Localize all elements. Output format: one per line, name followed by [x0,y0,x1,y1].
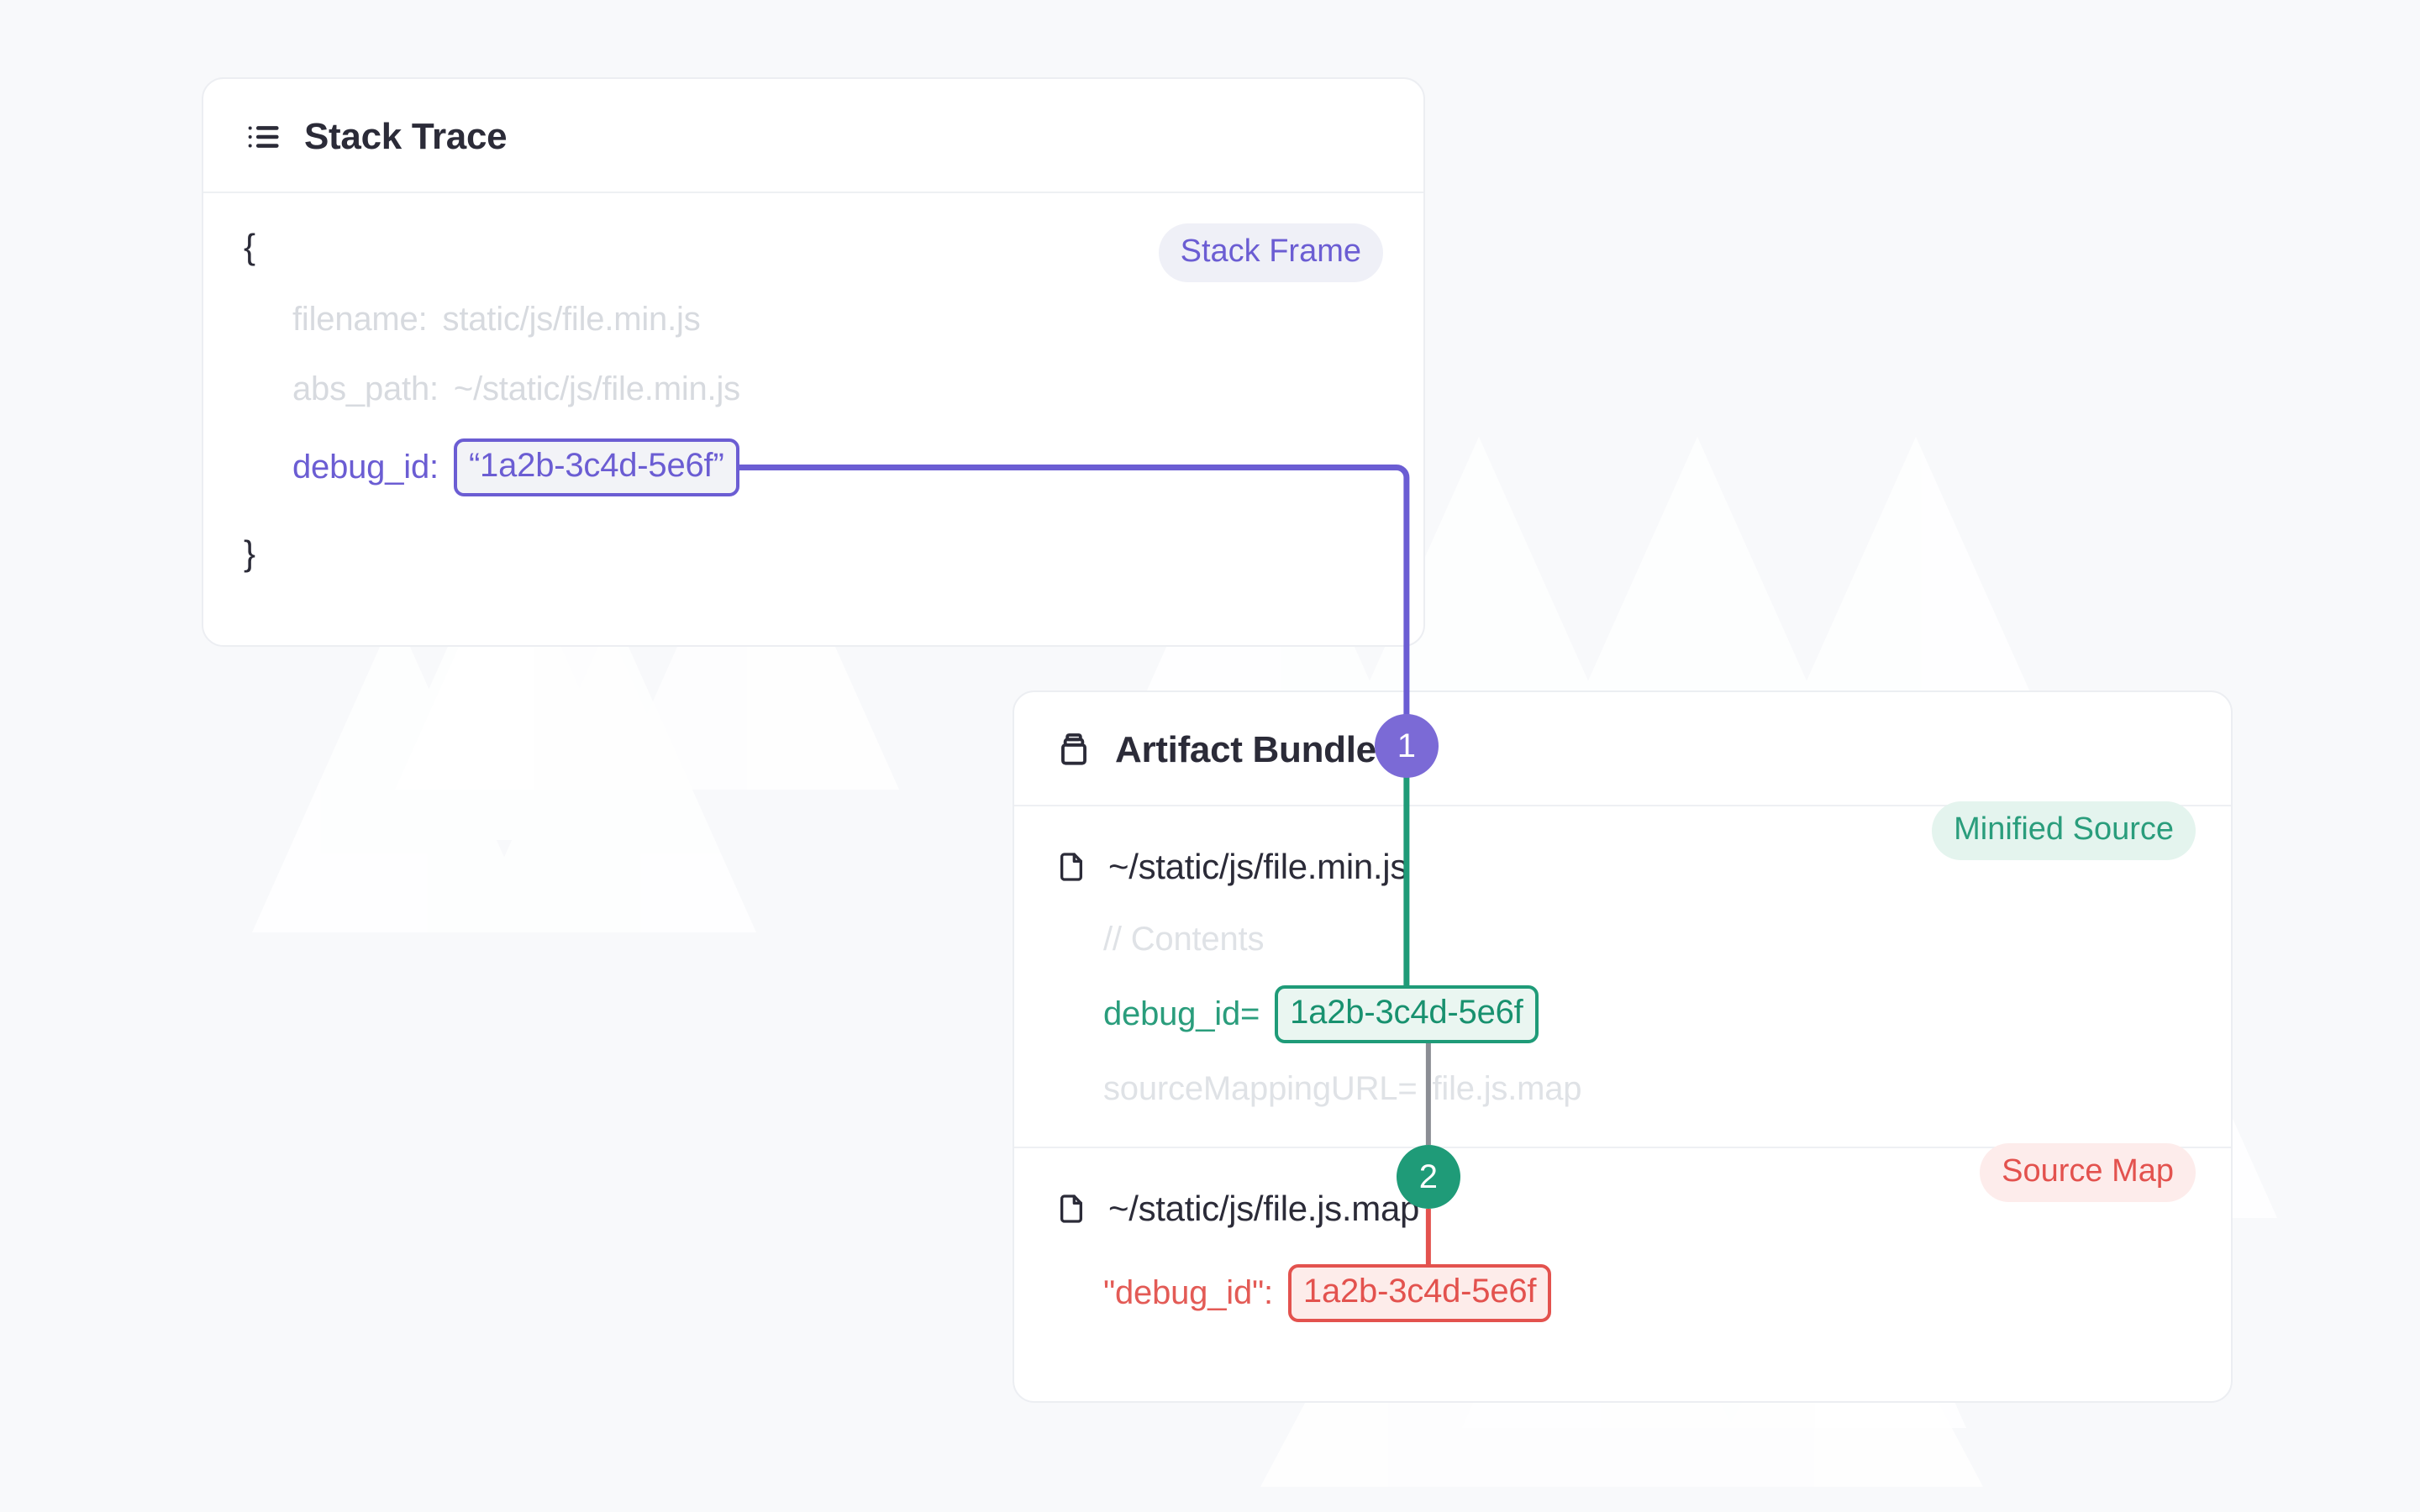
filename-key: filename: [292,301,428,338]
filename-value: static/js/file.min.js [442,301,701,338]
minified-debug-id-value[interactable]: 1a2b-3c4d-5e6f [1275,985,1539,1043]
minified-debugid-row: debug_id= 1a2b-3c4d-5e6f [1103,985,2191,1043]
stack-trace-body: Stack Frame { filename: static/js/file.m… [203,193,1423,611]
abspath-value: ~/static/js/file.min.js [453,370,740,407]
minified-debug-id-key: debug_id= [1103,995,1260,1032]
minified-file-head: ~/static/js/file.min.js Minified Source [1055,801,2196,887]
stack-frame-badge: Stack Frame [1158,223,1383,282]
minified-sourcemappingurl-row: sourceMappingURL= file.js.map [1103,1070,2191,1108]
file-icon [1060,1194,1082,1223]
step-badge-1[interactable]: 1 [1374,714,1439,778]
stack-trace-panel: Stack Trace Stack Frame { filename: stat… [202,77,1425,647]
minified-contents-comment: // Contents [1103,921,1265,958]
artifact-bundle-title: Artifact Bundle [1115,729,1376,770]
sourcemappingurl-key: sourceMappingURL= [1103,1070,1418,1107]
sourcemap-file-name: ~/static/js/file.js.map [1108,1189,1420,1228]
archive-box-icon [1061,733,1086,765]
debug-id-key: debug_id: [292,449,439,486]
abspath-key: abs_path: [292,370,439,407]
stack-trace-row-debugid: debug_id: “1a2b-3c4d-5e6f” [292,438,1383,496]
artifact-row-minified-source: ~/static/js/file.min.js Minified Source … [1014,801,2231,1147]
sourcemappingurl-value: file.js.map [1432,1070,1582,1107]
artifact-row-source-map: ~/static/js/file.js.map Source Map "debu… [1014,1143,2231,1361]
stack-trace-title: Stack Trace [304,116,508,157]
sourcemap-debugid-row: "debug_id": 1a2b-3c4d-5e6f [1103,1264,2191,1322]
artifact-bundle-header: Artifact Bundle [1014,692,2231,806]
sourcemap-debug-id-key: "debug_id": [1103,1274,1273,1311]
close-brace: } [244,533,255,573]
minified-file-name: ~/static/js/file.min.js [1108,847,1408,886]
list-icon [248,126,279,148]
step-badge-2[interactable]: 2 [1396,1145,1460,1209]
sourcemap-file-head: ~/static/js/file.js.map Source Map [1055,1143,2196,1229]
artifact-bundle-panel: Artifact Bundle ~/static/js/file.min.js … [1013,690,2233,1403]
source-map-badge: Source Map [1980,1143,2196,1202]
stack-trace-debug-id-value[interactable]: “1a2b-3c4d-5e6f” [453,438,739,496]
stack-trace-row-abspath: abs_path: ~/static/js/file.min.js [292,370,1383,408]
stack-trace-row-filename: filename: static/js/file.min.js [292,301,1383,339]
minified-source-badge: Minified Source [1932,801,2196,860]
stack-trace-header: Stack Trace [203,79,1423,193]
file-icon [1060,853,1082,881]
source-map-debug-id-value[interactable]: 1a2b-3c4d-5e6f [1287,1264,1552,1322]
